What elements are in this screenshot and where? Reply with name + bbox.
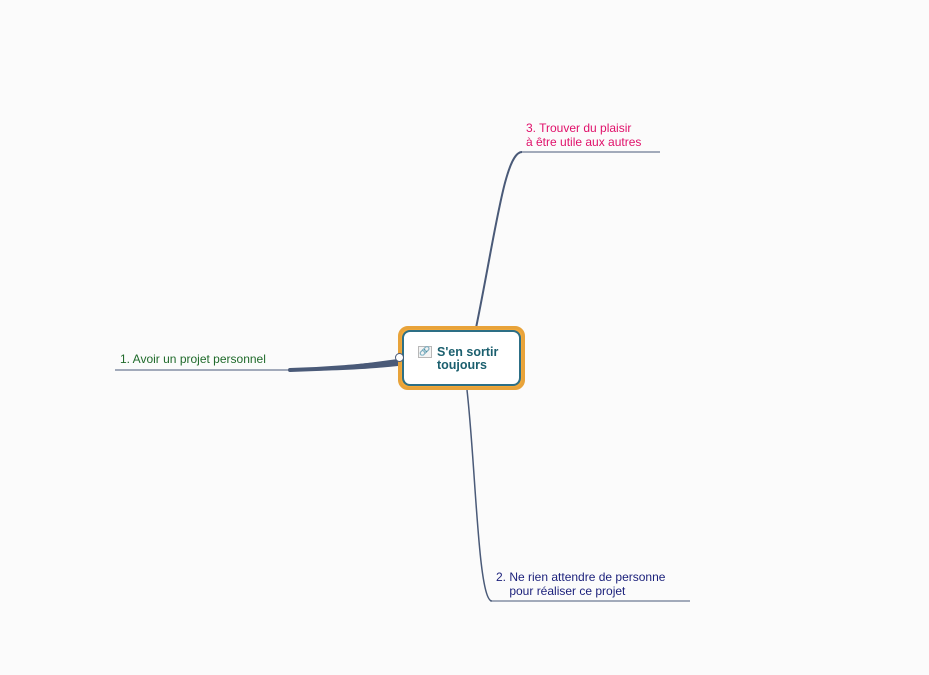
branch-topic-2-line-2: pour réaliser ce projet <box>496 584 626 598</box>
branch-3-connector <box>475 151 523 329</box>
branch-topic-3-line-1: 3. Trouver du plaisir <box>526 121 632 135</box>
central-topic-line-2: toujours <box>437 358 487 372</box>
branch-topic-3-line-2: à être utile aux autres <box>526 135 642 149</box>
branch-topic-2-line-1: 2. Ne rien attendre de personne <box>496 570 666 584</box>
branch-1-connector-taper <box>290 359 398 371</box>
central-topic-title: S'en sortir toujours <box>437 346 517 372</box>
collapse-toggle-handle[interactable] <box>395 353 404 362</box>
hyperlink-icon[interactable]: 🔗 <box>418 346 432 358</box>
branch-topic-2[interactable]: 2. Ne rien attendre de personne pour réa… <box>496 570 665 598</box>
branch-2-connector <box>466 389 493 602</box>
branch-topic-3[interactable]: 3. Trouver du plaisir à être utile aux a… <box>526 121 641 149</box>
branch-topic-1-line-1: 1. Avoir un projet personnel <box>120 352 266 366</box>
branch-topic-1[interactable]: 1. Avoir un projet personnel <box>120 352 266 366</box>
central-topic-inner: 🔗 S'en sortir toujours <box>402 330 521 386</box>
central-topic-line-1: S'en sortir <box>437 345 499 359</box>
central-topic[interactable]: 🔗 S'en sortir toujours <box>398 326 525 390</box>
